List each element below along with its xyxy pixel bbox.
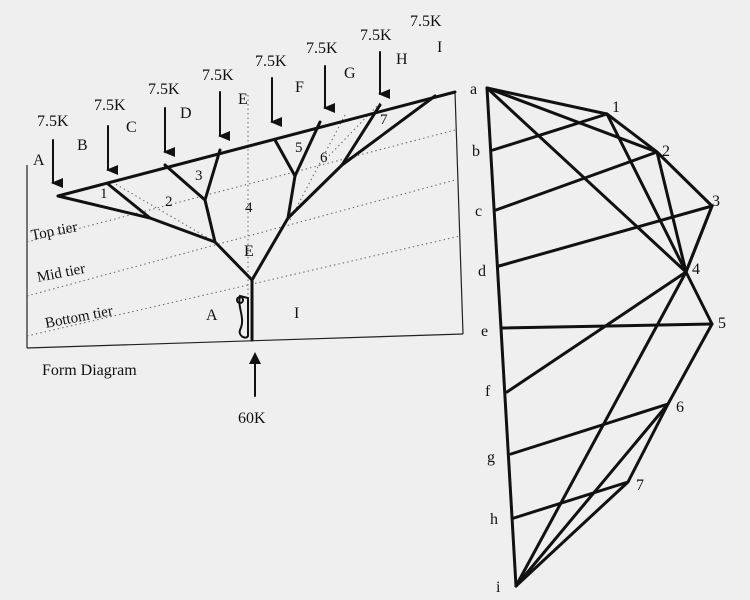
force-label-h: h [490,511,498,528]
tier-label-mid: Mid tier [36,261,87,286]
zone-labels: A B C D E F G H I E A I [33,39,442,324]
zone-label-e-center: E [244,243,254,260]
reaction-label: 60K [238,410,266,427]
force-label-f: f [485,383,491,400]
top-chord [56,90,457,198]
form-diagram: 7.5K 7.5K 7.5K 7.5K 7.5K 7.5K 7.5K 7.5K … [26,13,464,427]
force-label-e: e [481,323,488,340]
form-node-2: 2 [165,194,173,210]
load-label-8: 7.5K [410,13,442,30]
force-label-a: a [470,81,477,98]
form-node-7: 7 [380,112,388,128]
zone-label-i-bottom: I [294,305,299,322]
force-label-d: d [478,263,486,280]
load-label-6: 7.5K [306,40,338,57]
load-line [485,86,518,588]
force-label-c: c [475,203,482,220]
load-arrows [51,51,390,397]
force-label-g: g [487,449,495,466]
form-node-labels: 1 2 3 4 5 6 7 [100,112,388,216]
force-label-3: 3 [712,193,720,210]
load-labels: 7.5K 7.5K 7.5K 7.5K 7.5K 7.5K 7.5K 7.5K [37,13,442,130]
force-label-i: i [496,579,501,596]
force-label-b: b [472,143,480,160]
zone-label-h: H [396,51,408,68]
zone-label-b: B [77,137,88,154]
force-label-2: 2 [662,143,670,160]
force-left-labels: a b c d e f g h i [470,81,501,596]
zone-label-a: A [33,152,45,169]
zone-label-g: G [344,65,356,82]
zone-label-a-bottom: A [206,307,218,324]
load-label-3: 7.5K [148,81,180,98]
force-right-labels: 1 2 3 4 5 6 7 [612,99,726,494]
tier-label-top: Top tier [30,219,79,244]
form-base-line [26,333,464,349]
form-node-4: 4 [245,200,253,216]
tree-members [56,94,437,342]
zone-label-f: F [295,79,304,96]
zone-label-i-top: I [437,39,442,56]
zone-label-d: D [180,105,192,122]
form-node-6: 6 [320,150,328,166]
force-label-7: 7 [636,477,644,494]
load-label-4: 7.5K [202,67,234,84]
zone-label-c: C [126,119,137,136]
force-label-4: 4 [692,261,700,278]
load-label-2: 7.5K [94,97,126,114]
form-node-5: 5 [295,140,303,156]
load-label-1: 7.5K [37,113,69,130]
tier-label-bottom: Bottom tier [44,303,115,332]
force-diagram [485,86,714,588]
force-label-1: 1 [612,99,620,116]
form-diagram-caption: Form Diagram [42,362,137,379]
load-label-5: 7.5K [255,53,287,70]
force-label-6: 6 [676,399,684,416]
force-label-5: 5 [718,315,726,332]
form-right-boundary [454,91,464,335]
force-outline [485,86,714,588]
zone-label-e-top: E [238,91,248,108]
load-label-7: 7.5K [360,27,392,44]
form-node-3: 3 [195,168,203,184]
form-node-1: 1 [100,186,108,202]
